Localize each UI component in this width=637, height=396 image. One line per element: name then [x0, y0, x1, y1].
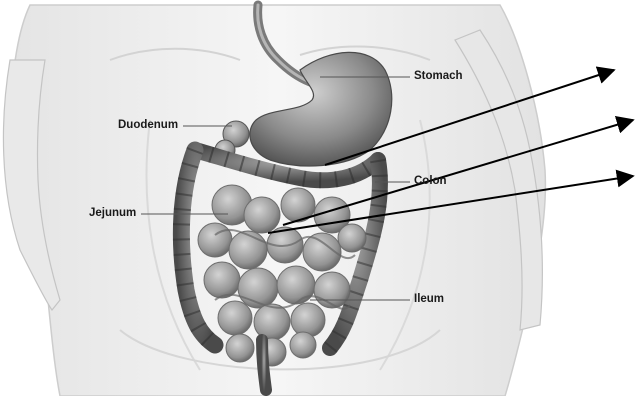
rectum	[262, 340, 266, 390]
duodenum-label: Duodenum	[118, 119, 178, 131]
colon-label: Colon	[414, 175, 447, 187]
ileum-label: Ileum	[414, 293, 444, 305]
jejunum-label: Jejunum	[89, 207, 136, 219]
stomach-label: Stomach	[414, 70, 463, 82]
